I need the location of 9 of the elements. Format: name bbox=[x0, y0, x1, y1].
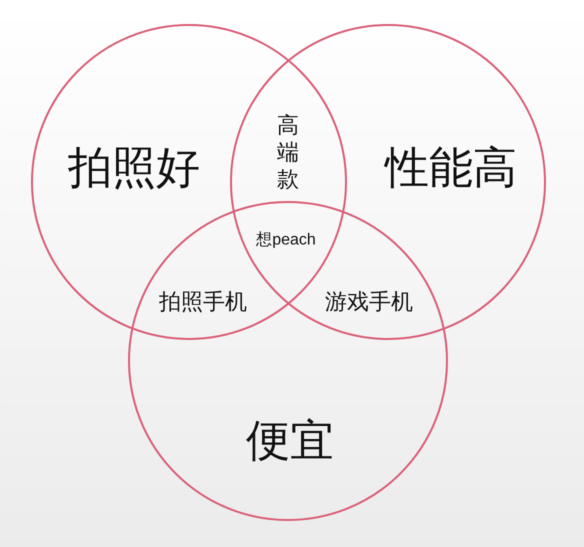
set-circle bbox=[128, 201, 448, 521]
set-circle bbox=[31, 24, 347, 340]
region-label: 想peach bbox=[256, 230, 316, 250]
region-label: 拍照手机 bbox=[159, 289, 247, 315]
set-label: 拍照好 bbox=[68, 144, 200, 194]
region-label: 游戏手机 bbox=[325, 289, 413, 315]
set-label: 便宜 bbox=[246, 416, 334, 468]
region-label: 高端款 bbox=[276, 112, 300, 192]
set-label: 性能高 bbox=[385, 144, 517, 194]
